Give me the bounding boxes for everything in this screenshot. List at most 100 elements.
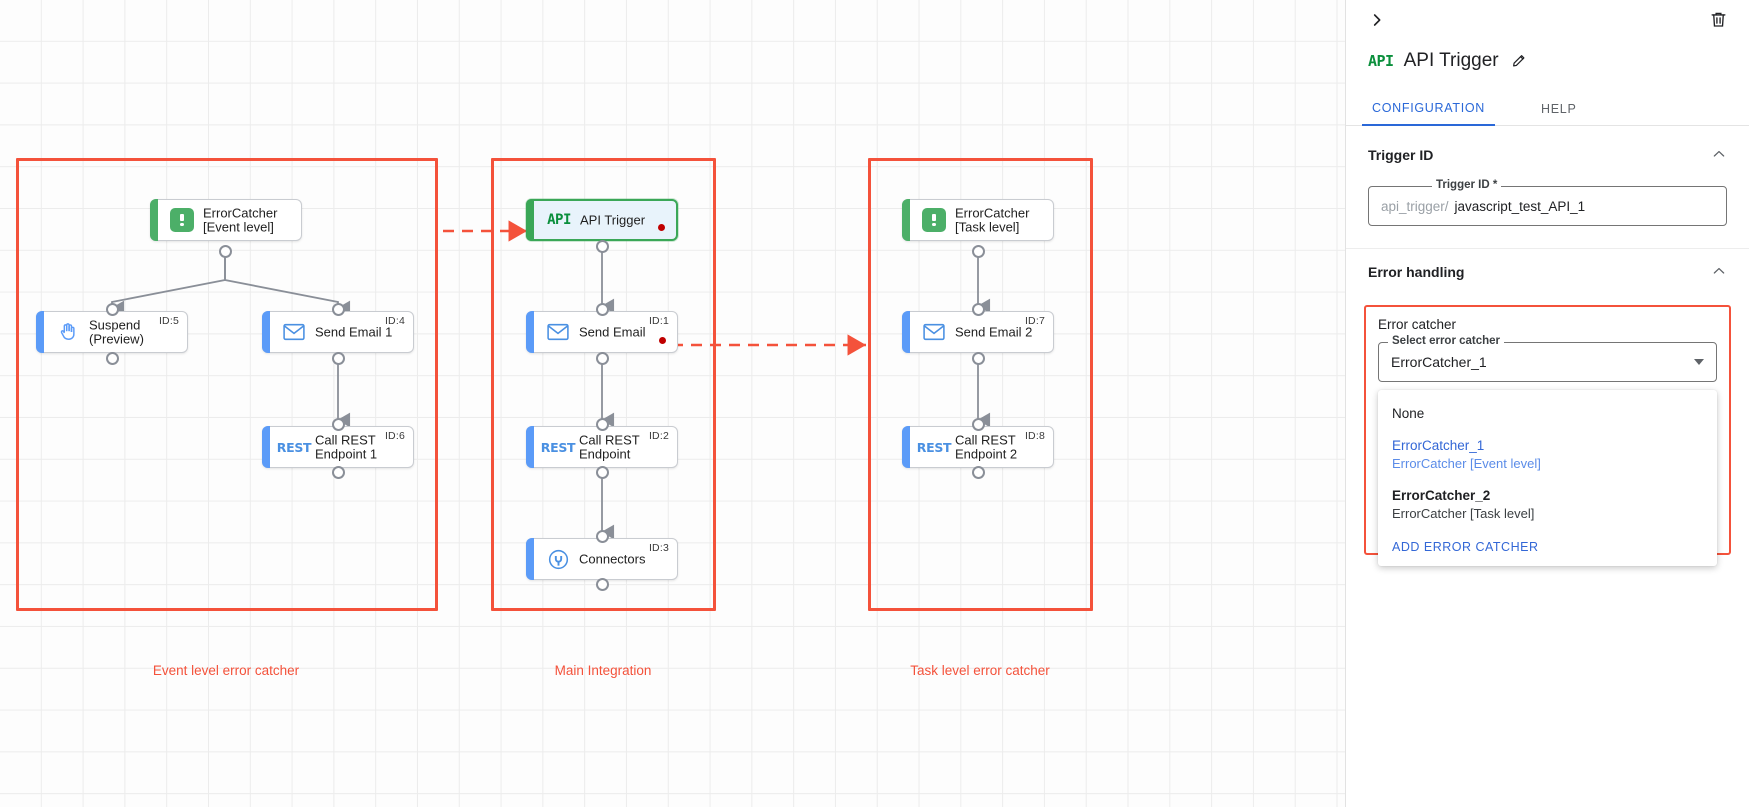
error-catcher-select[interactable]: ErrorCatcher_1	[1378, 342, 1717, 382]
node-send-email[interactable]: Send Email ID:1	[526, 311, 678, 353]
node-accent-bar	[526, 538, 534, 580]
node-call-rest-endpoint-2[interactable]: REST Call REST Endpoint 2 ID:8	[902, 426, 1054, 468]
node-suspend-preview[interactable]: Suspend (Preview) ID:5	[36, 311, 188, 353]
add-error-catcher-button[interactable]: ADD ERROR CATCHER	[1392, 540, 1539, 554]
properties-panel: API API Trigger CONFIGURATION HELP Trigg…	[1345, 0, 1749, 807]
option-primary: ErrorCatcher_1	[1392, 438, 1485, 453]
error-catcher-dropdown-menu[interactable]: None ErrorCatcher_1 ErrorCatcher [Event …	[1378, 390, 1717, 566]
node-accent-bar	[36, 311, 44, 353]
tab-help[interactable]: HELP	[1541, 102, 1577, 116]
chevron-down-icon[interactable]	[1694, 359, 1704, 365]
node-errorcatcher-task[interactable]: ErrorCatcher [Task level]	[902, 199, 1054, 241]
node-id-badge: ID:2	[648, 430, 669, 442]
node-port-out[interactable]	[332, 466, 345, 479]
error-catcher-selected-value: ErrorCatcher_1	[1391, 354, 1487, 370]
node-label: API Trigger	[580, 212, 646, 228]
section-header-error-handling[interactable]: Error handling	[1346, 249, 1749, 295]
error-catcher-label: Error catcher	[1378, 317, 1457, 332]
trigger-id-prefix: api_trigger/	[1381, 198, 1449, 214]
node-call-rest-endpoint-1[interactable]: REST Call REST Endpoint 1 ID:6	[262, 426, 414, 468]
pencil-icon[interactable]	[1511, 53, 1527, 69]
dropdown-option-errorcatcher-2[interactable]: ErrorCatcher_2 ErrorCatcher [Task level]	[1378, 480, 1717, 530]
node-id-badge: ID:7	[1024, 315, 1045, 327]
trash-icon[interactable]	[1709, 10, 1729, 30]
workflow-canvas[interactable]: Event level error catcher Main Integrati…	[0, 0, 1345, 807]
node-port-out[interactable]	[596, 578, 609, 591]
option-secondary: ErrorCatcher [Task level]	[1392, 506, 1535, 521]
node-port-out[interactable]	[332, 352, 345, 365]
node-label: Call REST Endpoint	[579, 432, 640, 461]
node-connectors[interactable]: Connectors ID:3	[526, 538, 678, 580]
node-port-in[interactable]	[332, 303, 345, 316]
dropdown-option-none[interactable]: None	[1378, 398, 1717, 430]
node-label: Send Email 2	[955, 324, 1033, 340]
option-primary: ErrorCatcher_2	[1392, 488, 1491, 503]
group-box-task-level[interactable]	[868, 158, 1093, 611]
page-title: API Trigger	[1403, 50, 1499, 71]
panel-tabs: CONFIGURATION HELP	[1346, 90, 1749, 126]
option-primary: None	[1392, 406, 1425, 421]
rest-icon: REST	[276, 439, 312, 455]
node-accent-bar	[150, 199, 158, 241]
panel-title-row: API API Trigger	[1346, 42, 1749, 80]
node-accent-bar	[526, 311, 534, 353]
node-error-indicator	[659, 337, 666, 344]
dropdown-option-errorcatcher-1[interactable]: ErrorCatcher_1 ErrorCatcher [Event level…	[1378, 430, 1717, 480]
node-accent-bar	[902, 199, 910, 241]
node-port-in[interactable]	[332, 418, 345, 431]
node-port-in[interactable]	[596, 303, 609, 316]
node-port-out[interactable]	[219, 245, 232, 258]
section-title: Error handling	[1368, 264, 1465, 280]
trigger-id-label: Trigger ID *	[1432, 179, 1502, 191]
error-catcher-container: Error catcher ErrorCatcher_1 Select erro…	[1364, 305, 1731, 566]
node-port-in[interactable]	[972, 303, 985, 316]
envelope-icon	[921, 319, 947, 345]
error-catcher-select-label: Select error catcher	[1388, 335, 1505, 347]
node-id-badge: ID:6	[384, 430, 405, 442]
node-id-badge: ID:1	[648, 315, 669, 327]
section-title: Trigger ID	[1368, 147, 1434, 163]
node-send-email-2[interactable]: Send Email 2 ID:7	[902, 311, 1054, 353]
api-icon: API	[1368, 51, 1394, 70]
chevron-up-icon[interactable]	[1711, 146, 1727, 165]
node-accent-bar	[526, 199, 534, 241]
node-port-in[interactable]	[596, 530, 609, 543]
node-accent-bar	[262, 311, 270, 353]
node-port-out[interactable]	[972, 352, 985, 365]
node-port-out[interactable]	[106, 352, 119, 365]
trigger-id-field-wrap: api_trigger/ javascript_test_API_1 Trigg…	[1368, 179, 1727, 226]
envelope-icon	[545, 319, 571, 345]
node-port-out[interactable]	[596, 352, 609, 365]
node-port-out[interactable]	[596, 466, 609, 479]
trigger-id-input[interactable]: api_trigger/ javascript_test_API_1	[1368, 186, 1727, 226]
envelope-icon	[281, 319, 307, 345]
section-header-trigger-id[interactable]: Trigger ID	[1346, 132, 1749, 178]
node-id-badge: ID:4	[384, 315, 405, 327]
node-port-out[interactable]	[596, 240, 609, 253]
group-label-task-level: Task level error catcher	[910, 663, 1050, 678]
chevron-up-icon[interactable]	[1711, 263, 1727, 282]
node-label: Send Email	[579, 324, 646, 340]
api-icon: API	[547, 212, 571, 228]
node-errorcatcher-event[interactable]: ErrorCatcher [Event level]	[150, 199, 302, 241]
node-accent-bar	[902, 311, 910, 353]
node-port-out[interactable]	[972, 466, 985, 479]
tab-configuration[interactable]: CONFIGURATION	[1362, 101, 1496, 126]
node-port-in[interactable]	[972, 418, 985, 431]
group-box-main-integration[interactable]	[491, 158, 716, 611]
node-port-in[interactable]	[596, 418, 609, 431]
chevron-right-icon[interactable]	[1368, 11, 1386, 29]
node-id-badge: ID:5	[158, 315, 179, 327]
node-label: ErrorCatcher [Event level]	[203, 205, 278, 234]
rest-icon: REST	[916, 439, 952, 455]
node-label: Call REST Endpoint 1	[315, 432, 378, 461]
connectors-icon	[545, 546, 571, 572]
node-label: Suspend (Preview)	[89, 317, 144, 346]
error-catcher-icon	[921, 207, 947, 233]
node-port-out[interactable]	[972, 245, 985, 258]
group-box-event-level[interactable]	[16, 158, 438, 611]
node-send-email-1[interactable]: Send Email 1 ID:4	[262, 311, 414, 353]
node-api-trigger[interactable]: API API Trigger	[526, 199, 678, 241]
node-port-in[interactable]	[106, 303, 119, 316]
node-call-rest-endpoint[interactable]: REST Call REST Endpoint ID:2	[526, 426, 678, 468]
